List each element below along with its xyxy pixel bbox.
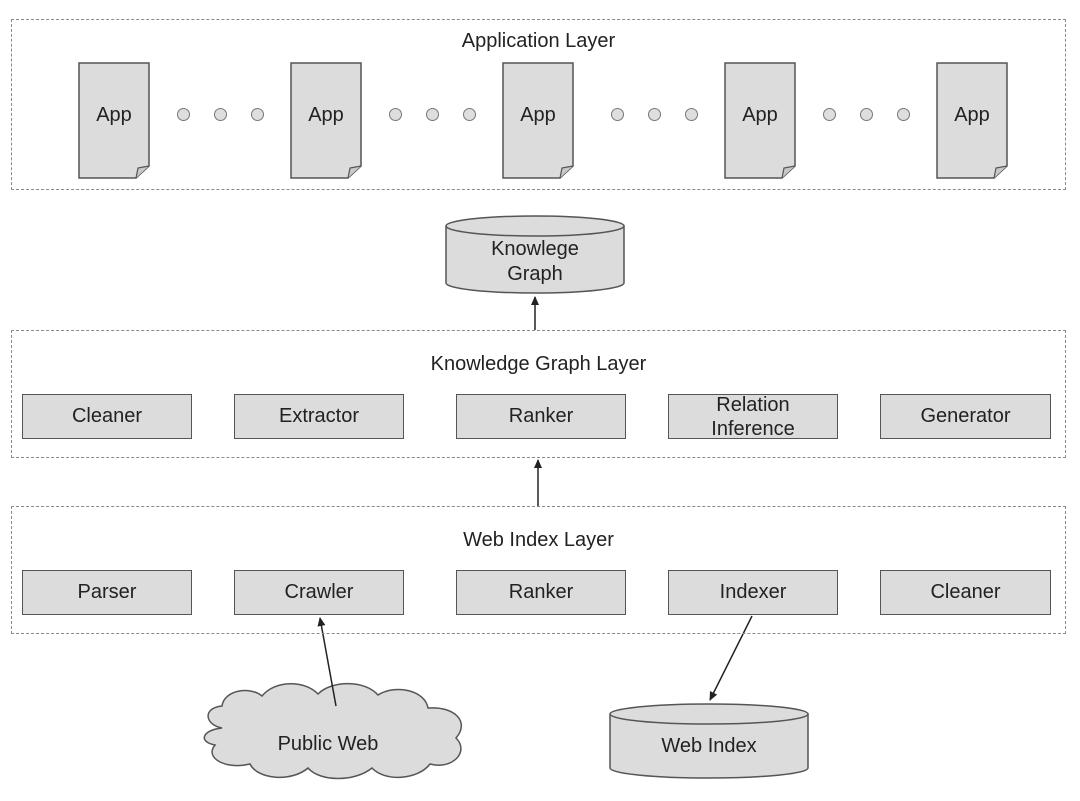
app-label: App xyxy=(308,104,344,126)
application-layer-title: Application Layer xyxy=(461,30,616,52)
ellipsis-dot xyxy=(251,108,264,121)
ellipsis-dot xyxy=(648,108,661,121)
wi-component-cleaner: Cleaner xyxy=(880,570,1051,615)
kg-component-extractor: Extractor xyxy=(234,394,404,439)
document-icon xyxy=(724,62,796,179)
ellipsis-dot xyxy=(426,108,439,121)
arrow-indexer-to-web-index xyxy=(709,615,753,701)
ellipsis-dot xyxy=(463,108,476,121)
web-index-cylinder xyxy=(609,703,809,779)
web-index-layer: Web Index Layer xyxy=(11,506,1066,634)
kg-component-cleaner: Cleaner xyxy=(22,394,192,439)
app-label: App xyxy=(96,104,132,126)
ellipsis-dot xyxy=(389,108,402,121)
wi-component-parser: Parser xyxy=(22,570,192,615)
public-web-label: Public Web xyxy=(277,733,379,755)
application-layer: Application Layer xyxy=(11,19,1066,190)
kg-component-ranker: Ranker xyxy=(456,394,626,439)
app-5: App xyxy=(936,62,1008,179)
wi-component-ranker: Ranker xyxy=(456,570,626,615)
app-label: App xyxy=(742,104,778,126)
cloud-icon xyxy=(203,682,462,780)
ellipsis-dot xyxy=(823,108,836,121)
kg-component-relation-inference: Relation Inference xyxy=(668,394,838,440)
app-4: App xyxy=(724,62,796,179)
document-icon xyxy=(290,62,362,179)
knowledge-graph-layer-title: Knowledge Graph Layer xyxy=(430,353,647,375)
ellipsis-dot xyxy=(611,108,624,121)
kg-component-generator: Generator xyxy=(880,394,1051,439)
arrow-public-web-to-crawler xyxy=(317,617,337,707)
ellipsis-dot xyxy=(685,108,698,121)
app-label: App xyxy=(954,104,990,126)
wi-component-indexer: Indexer xyxy=(668,570,838,615)
app-3: App xyxy=(502,62,574,179)
wi-component-crawler: Crawler xyxy=(234,570,404,615)
ellipsis-dot xyxy=(177,108,190,121)
app-label: App xyxy=(520,104,556,126)
knowledge-graph-label: Knowlege Graph xyxy=(491,238,579,285)
document-icon xyxy=(936,62,1008,179)
app-1: App xyxy=(78,62,150,179)
knowledge-graph-layer: Knowledge Graph Layer xyxy=(11,330,1066,458)
web-index-label: Web Index xyxy=(661,735,757,757)
ellipsis-dot xyxy=(860,108,873,121)
document-icon xyxy=(78,62,150,179)
knowledge-graph-cylinder xyxy=(445,215,625,294)
document-icon xyxy=(502,62,574,179)
ellipsis-dot xyxy=(897,108,910,121)
web-index-layer-title: Web Index Layer xyxy=(463,529,614,551)
ellipsis-dot xyxy=(214,108,227,121)
app-2: App xyxy=(290,62,362,179)
